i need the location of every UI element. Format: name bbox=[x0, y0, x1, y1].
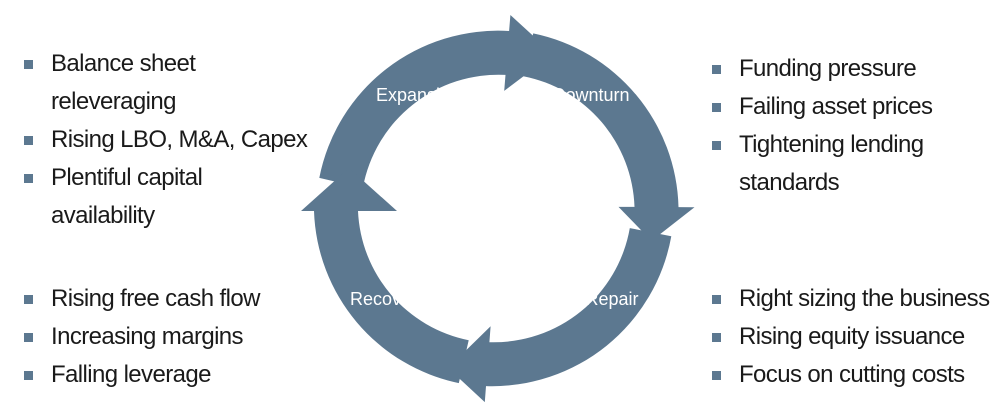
list-item: Increasing margins bbox=[24, 318, 304, 356]
downturn-arrow bbox=[523, 33, 695, 241]
list-item: Plentiful capital availability bbox=[24, 159, 324, 235]
list-item: Rising equity issuance bbox=[712, 318, 997, 356]
list-item-line: Tightening lending bbox=[739, 131, 924, 158]
list-item: Focus on cutting costs bbox=[712, 356, 997, 394]
list-item-line: availability bbox=[51, 202, 155, 229]
list-item: Failing asset prices bbox=[712, 88, 962, 126]
list-item-line: standards bbox=[739, 169, 840, 196]
list-item: Balance sheet releveraging bbox=[24, 45, 324, 121]
list-item: Falling leverage bbox=[24, 356, 304, 394]
list-item: Funding pressure bbox=[712, 50, 962, 88]
list-item: Rising free cash flow bbox=[24, 280, 304, 318]
recovery-bullet-list: Rising free cash flow Increasing margins… bbox=[24, 280, 304, 394]
list-item: Right sizing the business bbox=[712, 280, 997, 318]
segment-label-expansion: Expansion bbox=[376, 85, 460, 105]
segment-label-downturn: Downturn bbox=[552, 85, 629, 105]
segment-label-repair: Repair bbox=[585, 289, 638, 309]
expansion-bullet-list: Balance sheet releveraging Rising LBO, M… bbox=[24, 45, 324, 235]
repair-bullet-list: Right sizing the business Rising equity … bbox=[712, 280, 997, 394]
recovery-arrow bbox=[301, 168, 469, 384]
segment-label-recovery: Recovery bbox=[350, 289, 426, 309]
list-item: Rising LBO, M&A, Capex bbox=[24, 121, 324, 159]
list-item: Tightening lending standards bbox=[712, 126, 962, 202]
list-item-line: Plentiful capital bbox=[51, 164, 203, 191]
cycle-ring bbox=[301, 15, 695, 403]
downturn-bullet-list: Funding pressure Failing asset prices Ti… bbox=[712, 50, 962, 202]
repair-arrow bbox=[448, 228, 672, 403]
expansion-arrow bbox=[319, 15, 553, 188]
